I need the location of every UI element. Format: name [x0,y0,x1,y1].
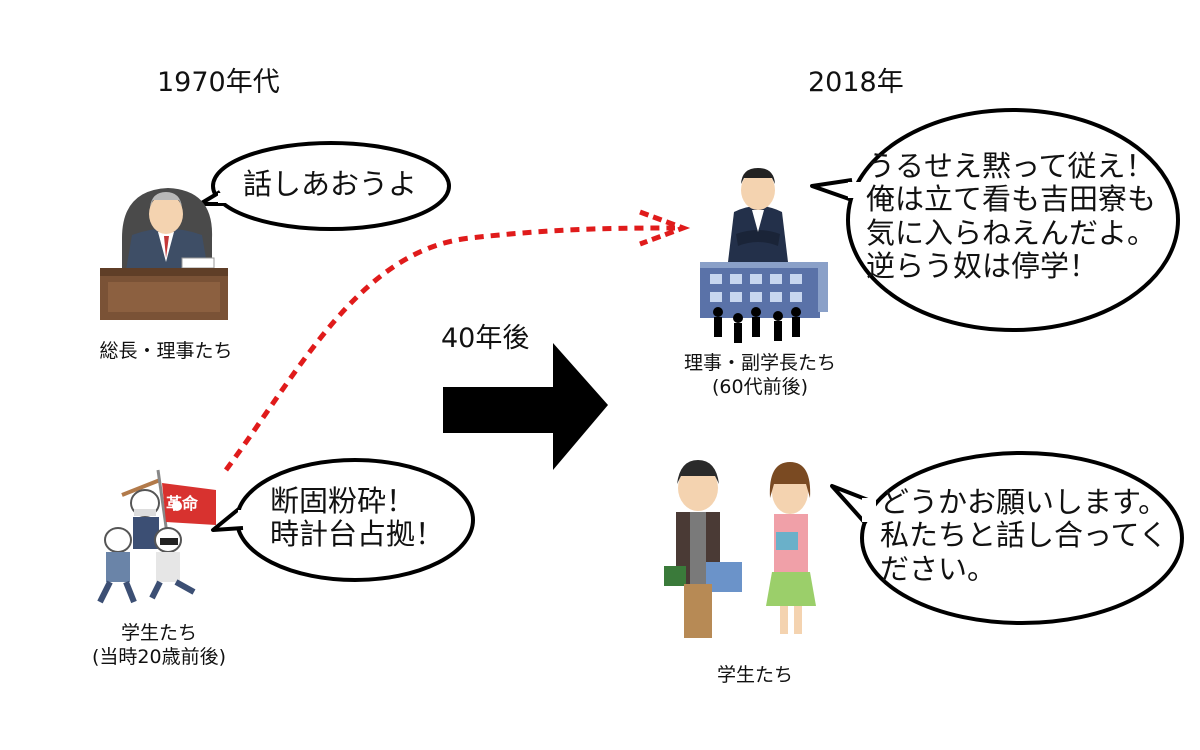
president-speech-line-1: 話しあおうよ [243,167,418,201]
dotted-red-arrow [223,209,691,472]
students-2018-speech-line-3: ださい。 [880,551,997,586]
present-students-illustration [664,460,816,638]
big-forward-arrow [443,343,608,470]
students-1970-caption-line-1: 学生たち [120,622,197,644]
era-2018-heading: 2018年 [808,67,904,98]
speech-bubble-board [810,108,1180,332]
students-2018-caption: 学生たち [716,664,793,686]
board-caption-line-1: 理事・副学長たち [683,352,836,374]
flag-text: 革命 [166,494,199,513]
students-1970-caption-line-2: (当時20歳前後) [91,645,226,668]
students-2018-speech-line-2: 私たちと話し合ってく [880,518,1168,553]
board-speech-line-3: 気に入らねえんだよ。 [866,215,1157,250]
board-speech-line-4: 逆らう奴は停学！ [866,249,1099,284]
board-caption-line-2: (60代前後) [711,375,808,398]
students-1970-speech-line-2: 時計台占拠！ [270,517,445,552]
students-1970-speech-text: 断固粉砕！ 時計台占拠！ [270,484,445,552]
transition-label: 40年後 [441,323,530,354]
president-at-desk-illustration [100,188,228,320]
students-2018-speech-text: どうかお願いします。 私たちと話し合ってく ださい。 [880,485,1168,586]
speech-bubble-students-1970 [211,458,475,582]
era-1970s-heading: 1970年代 [157,67,280,98]
president-speech-text: 話しあおうよ [243,167,418,201]
board-speech-line-1: うるせえ黙って従え！ [866,149,1155,183]
student-protesters-illustration [97,469,216,604]
students-2018-speech-line-1: どうかお願いします。 [880,485,1168,519]
board-member-on-building-illustration [700,168,828,343]
board-caption: 理事・副学長たち (60代前後) [660,352,860,400]
speech-bubble-students-2018 [830,451,1184,625]
students-1970-speech-line-1: 断固粉砕！ [270,484,416,518]
board-speech-text: うるせえ黙って従え！ 俺は立て看も吉田寮も 気に入らねえんだよ。 逆らう奴は停学… [866,149,1157,284]
students-1970-caption: 学生たち (当時20歳前後) [64,622,254,670]
board-speech-line-2: 俺は立て看も吉田寮も [866,182,1157,217]
president-caption: 総長・理事たち [99,340,233,362]
